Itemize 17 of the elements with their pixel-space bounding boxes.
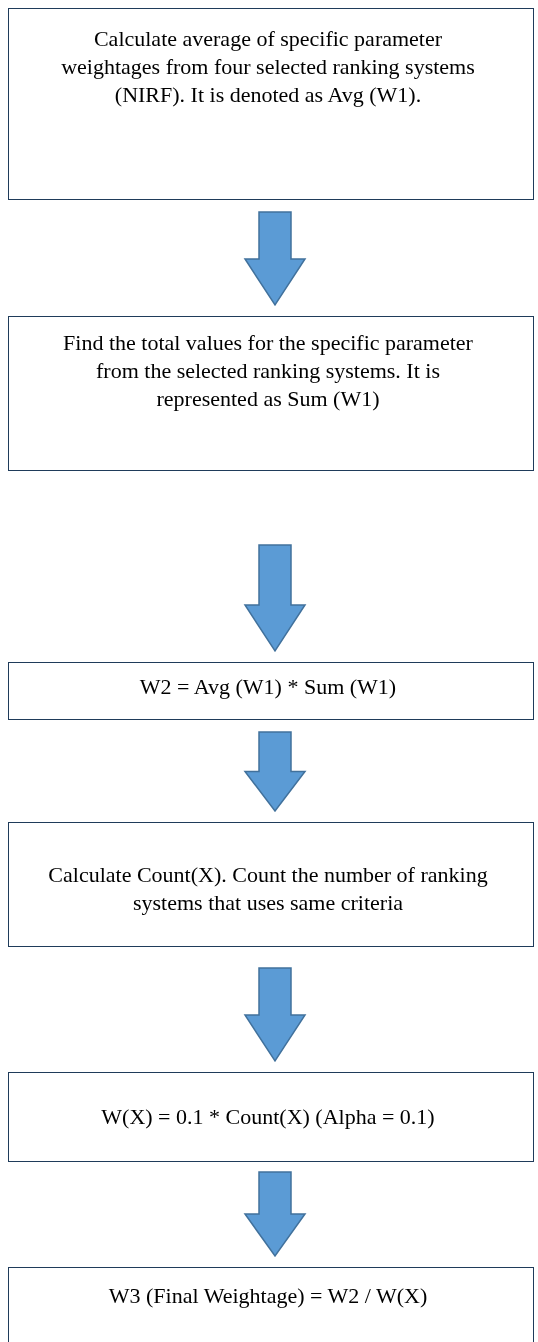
process-box xyxy=(8,316,534,471)
process-box xyxy=(8,1072,534,1162)
process-box xyxy=(8,822,534,947)
block-arrow xyxy=(243,967,307,1063)
block-arrow xyxy=(243,544,307,653)
step-text: W3 (Final Weightage) = W2 / W(X) xyxy=(107,1282,429,1310)
step-text: Find the total values for the specific parameter from the selected ranking systems. It is represented as Sum (W1) xyxy=(62,329,474,413)
step-text: Calculate Count(X). Count the number of ranking systems that uses same criteria xyxy=(47,861,489,917)
step-text: W(X) = 0.1 * Count(X) (Alpha = 0.1) xyxy=(100,1103,436,1131)
block-arrow xyxy=(243,211,307,307)
block-arrow xyxy=(243,731,307,813)
process-box xyxy=(8,1267,534,1342)
process-box xyxy=(8,8,534,200)
block-arrow xyxy=(243,1171,307,1258)
step-text: W2 = Avg (W1) * Sum (W1) xyxy=(138,673,398,701)
process-box xyxy=(8,662,534,720)
step-text: Calculate average of specific parameter weightages from four selected ranking systems (NIRF). It is denoted as Avg (W1). xyxy=(60,25,476,109)
